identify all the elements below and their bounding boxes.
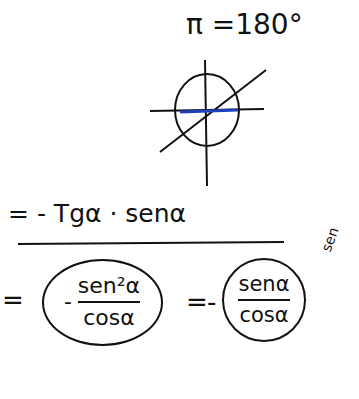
denominator: cosα <box>239 304 288 327</box>
denominator: cosα <box>83 306 135 330</box>
fraction-bar <box>18 242 284 244</box>
math-text: = <box>186 288 208 317</box>
numerator: senα <box>238 273 289 296</box>
fraction-line <box>238 299 289 301</box>
fraction: sen²α cosα <box>78 274 140 330</box>
fraction-line <box>78 301 140 303</box>
sign: - <box>64 290 72 314</box>
circled-expression: senα cosα <box>222 258 306 342</box>
y-axis <box>205 60 207 186</box>
numerator: sen²α <box>78 274 140 298</box>
math-text: = - Tgα · senα <box>8 200 186 228</box>
math-text: - <box>207 288 216 317</box>
fraction: senα cosα <box>238 273 289 327</box>
cos-segment <box>180 110 238 112</box>
circled-expression: -sen²α cosα <box>42 259 163 346</box>
expression-row: senα cosα <box>238 273 289 327</box>
angle-ray <box>160 70 266 152</box>
math-text: sen <box>319 225 342 254</box>
math-text: π =180° <box>186 10 303 41</box>
math-text: = <box>2 286 24 315</box>
expression-row: -sen²α cosα <box>64 274 140 330</box>
x-axis <box>150 109 264 111</box>
